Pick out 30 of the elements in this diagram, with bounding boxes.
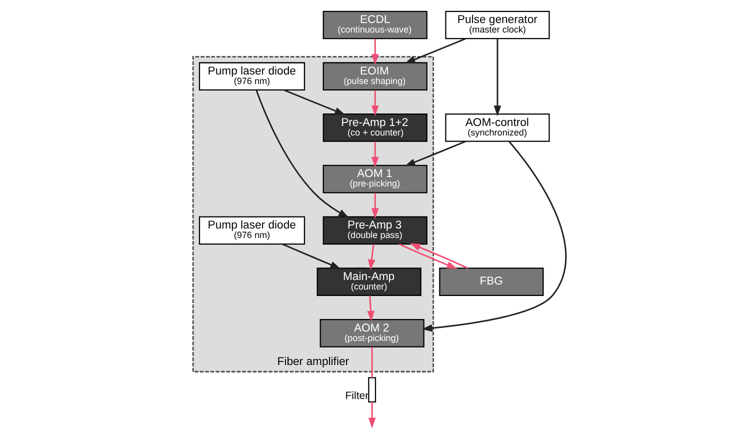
node-bar: [368, 377, 376, 402]
node-box: Main-Amp (counter): [316, 268, 421, 296]
node-box: FBG: [438, 268, 544, 296]
connector: [370, 347, 372, 378]
node-box: Pump laser diode (976 nm): [198, 62, 305, 90]
arrow: [367, 244, 375, 270]
arrow: [421, 140, 566, 332]
arrow: [398, 243, 457, 269]
arrow: [404, 140, 466, 166]
arrow: [404, 38, 466, 64]
arrow: [370, 192, 378, 219]
node-box: AOM 1 (pre-picking): [322, 164, 427, 194]
node-box: Pulse generator (master clock): [444, 10, 550, 40]
arrow: [368, 402, 376, 428]
arrow: [370, 38, 378, 65]
arrow: [282, 243, 340, 270]
node-box: EOIM (pulse shaping): [322, 62, 427, 90]
arrow: [366, 296, 374, 322]
node-box: AOM-control (synchronized): [444, 114, 550, 142]
arrow: [283, 89, 345, 115]
arrow: [409, 243, 468, 269]
arrow: [370, 142, 378, 168]
node-box: Pump laser diode (976 nm): [198, 216, 305, 245]
node-box: AOM 2 (post-picking): [319, 319, 424, 348]
arrow: [370, 90, 378, 116]
arrow: [493, 38, 501, 116]
node-box: Pre-Amp 1+2 (co + counter): [322, 114, 427, 142]
node-box: Pre-Amp 3 (double pass): [322, 216, 427, 245]
node-box: ECDL (continuous-wave): [322, 10, 427, 40]
arrow: [255, 90, 348, 218]
